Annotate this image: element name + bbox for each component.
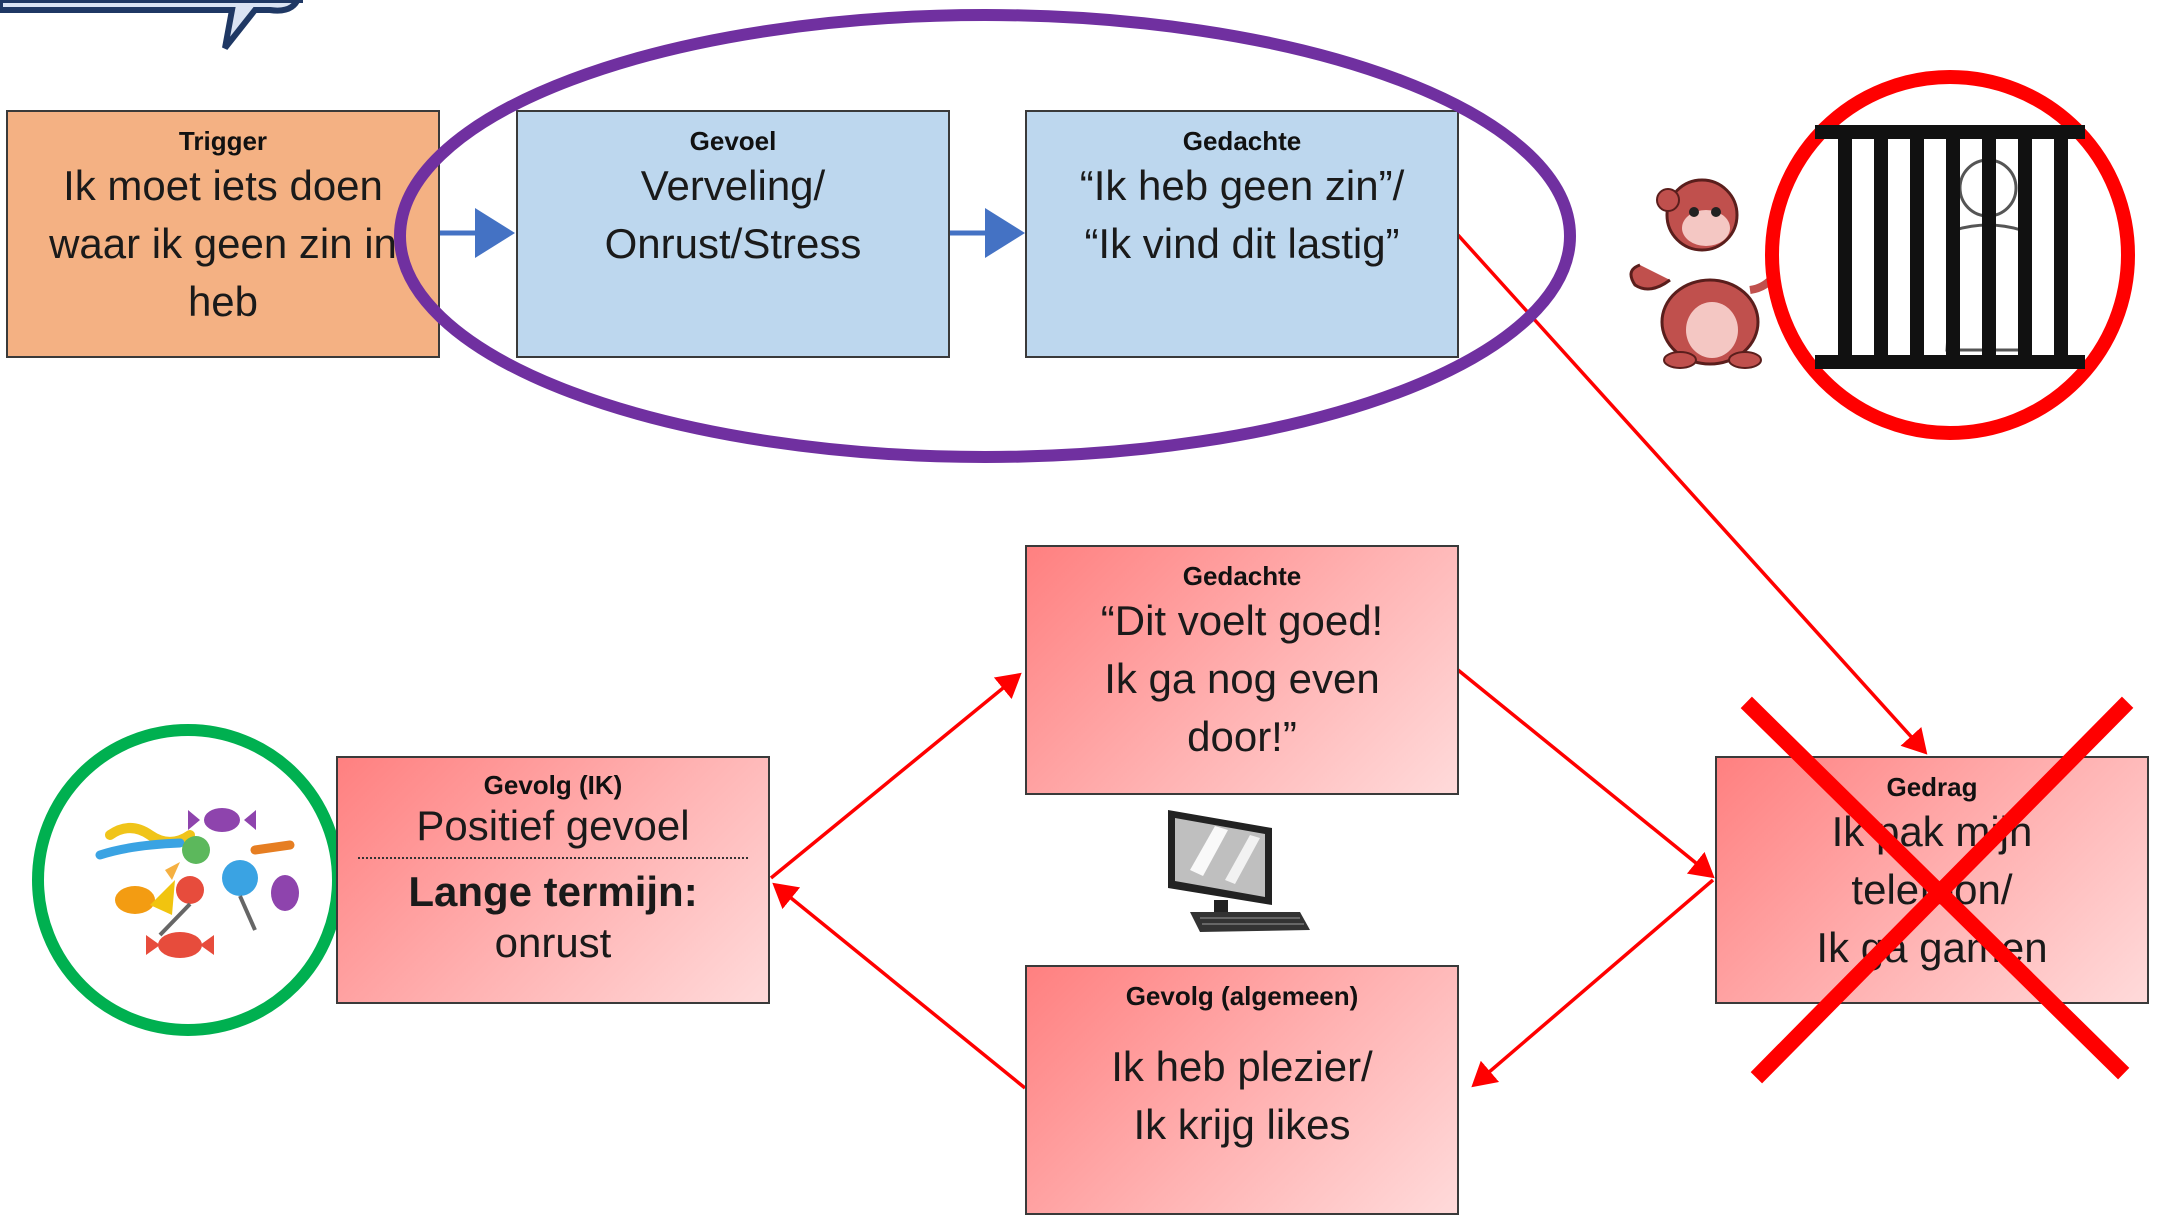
gevolg-ik-subtitle: Lange termijn:: [408, 868, 698, 916]
gedachte-mid-title: Gedachte: [1182, 561, 1302, 591]
arrow-gedrag-gevolg-algemeen: [1471, 878, 1715, 1088]
trigger-box: Trigger Ik moet iets doen waar ik geen z…: [6, 110, 440, 358]
arrow-gevolg-algemeen-gevolg-ik: [772, 882, 1027, 1090]
gedachte-mid-text: “Dit voelt goed! Ik ga nog even door!”: [1100, 597, 1384, 761]
computer-icon: [1168, 810, 1310, 932]
monkey-icon: [1629, 178, 1789, 369]
gedachte-mid-box: Gedachte “Dit voelt goed! Ik ga nog even…: [1025, 545, 1459, 795]
trigger-text: Ik moet iets doen waar ik geen zin in he…: [49, 162, 397, 326]
gedrag-title: Gedrag: [1886, 772, 1978, 802]
speech-bubble-icon: [0, 0, 303, 50]
candy-icon: [95, 808, 299, 958]
gedachte-top-box: Gedachte “Ik heb geen zin”/ “Ik vind dit…: [1025, 110, 1459, 358]
gedachte-top-title: Gedachte: [1182, 126, 1302, 156]
gevolg-ik-divider: [358, 857, 748, 860]
gevolg-algemeen-text: Ik heb plezier/ Ik krijg likes: [1111, 1043, 1373, 1149]
gevoel-title: Gevoel: [689, 126, 777, 156]
trigger-title: Trigger: [178, 126, 268, 156]
gevolg-ik-title: Gevolg (IK): [483, 770, 623, 800]
gevoel-box: Gevoel Verveling/ Onrust/Stress: [516, 110, 950, 358]
jail-icon: [1765, 70, 2135, 440]
gevolg-ik-box: Gevolg (IK) Positief gevoel Lange termij…: [336, 756, 770, 1004]
gevolg-algemeen-title: Gevolg (algemeen): [1125, 981, 1359, 1011]
gevolg-ik-subtext: onrust: [494, 919, 612, 967]
gedachte-top-text: “Ik heb geen zin”/ “Ik vind dit lastig”: [1079, 162, 1405, 268]
gedrag-text: Ik pak mijn telefoon/ Ik ga gamen: [1816, 808, 2048, 972]
arrow-gedachte-mid-gedrag: [1456, 668, 1715, 879]
gevolg-algemeen-box: Gevolg (algemeen) Ik heb plezier/ Ik kri…: [1025, 965, 1459, 1215]
gevolg-ik-text: Positief gevoel: [416, 802, 690, 850]
gevoel-text: Verveling/ Onrust/Stress: [604, 162, 862, 268]
gedrag-box: Gedrag Ik pak mijn telefoon/ Ik ga gamen: [1715, 756, 2149, 1004]
arrow-gevolg-ik-gedachte-mid: [769, 672, 1022, 880]
